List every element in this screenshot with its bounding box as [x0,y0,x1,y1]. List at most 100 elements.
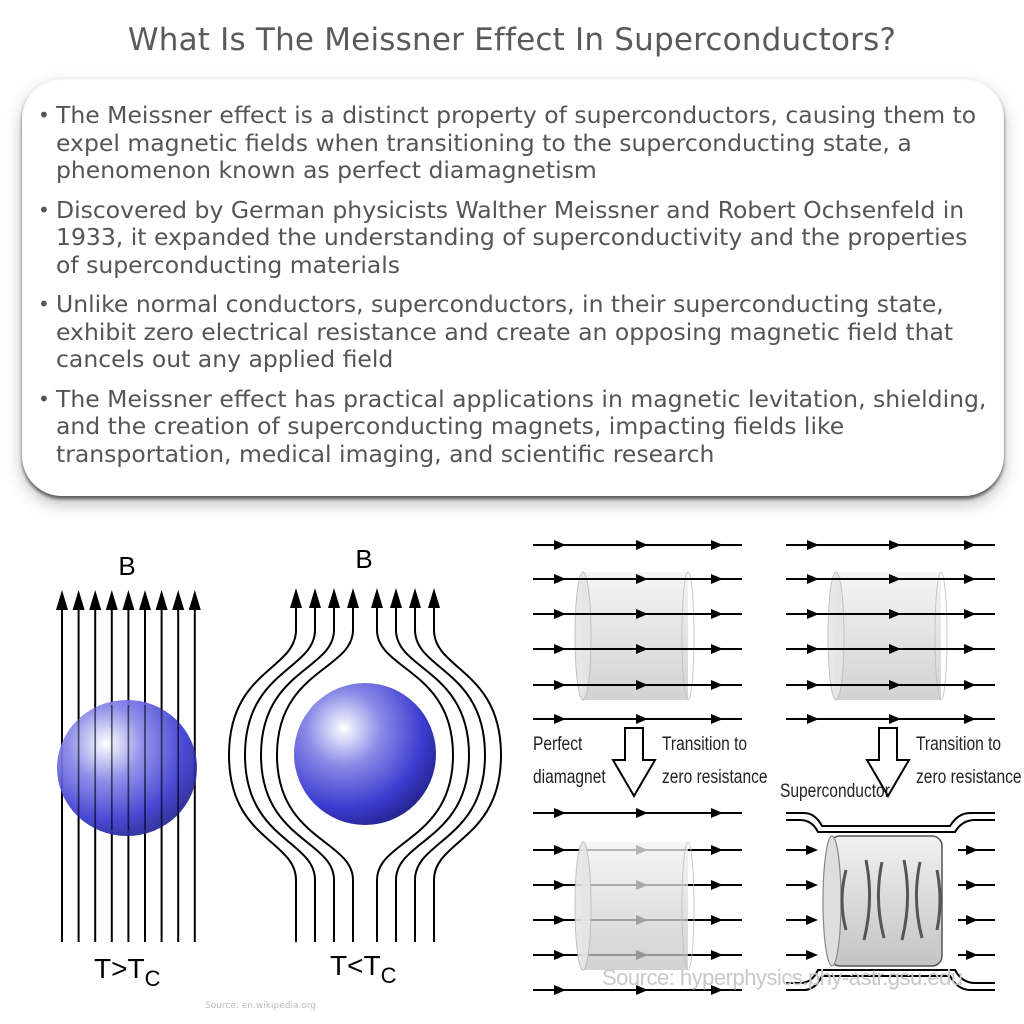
down-arrow-icon [611,727,657,798]
field-label: B [355,544,372,574]
arrow-head-icon [72,590,85,610]
field-line [786,819,995,833]
arrow-head-icon [807,680,819,690]
arrow-head-icon [554,808,566,818]
bullet-text: The Meissner effect is a distinct proper… [56,101,977,184]
arrow-head-icon [122,590,135,610]
arrow-head-icon [636,808,648,818]
arrow-head-icon [636,644,648,654]
source-caption-right: Source: hyperphysics.phy-astr.gsu.edu [602,965,963,990]
superconducting-state-diagram: B T<TC [227,544,503,988]
bullet-icon: • [38,386,50,411]
down-arrow-icon [865,727,911,798]
arrow-head-icon [889,714,901,724]
uniform-field-lines [533,540,995,724]
arrow-head-icon [554,985,566,995]
bullet-text: The Meissner effect has practical applic… [56,384,987,468]
expelled-field-lines-2 [786,812,995,991]
expelled-field-lines [227,588,503,942]
arrow-head-icon [172,590,185,610]
arrow-head-icon [964,609,976,619]
arrow-head-icon [711,808,723,818]
arrow-head-icon [964,574,976,584]
arrow-head-icon [964,680,976,690]
arrow-head-icon [889,540,901,550]
bullet-text: Discovered by German physicists Walther … [56,195,968,279]
field-label: B [118,551,135,581]
arrow-head-icon [105,590,118,610]
arrow-head-icon [371,588,383,608]
arrow-head-icon [711,574,723,584]
arrow-head-icon [889,680,901,690]
arrow-head-icon [889,644,901,654]
arrow-head-icon [711,950,723,960]
field-line [786,975,995,991]
arrow-head-icon [636,680,648,690]
list-item: •The Meissner effect has practical appli… [36,384,990,469]
arrow-head-icon [428,588,440,608]
bullet-icon: • [38,292,50,316]
arrow-head-icon [554,915,566,925]
cylinder-top-left [574,571,695,701]
arrow-head-icon [554,845,566,855]
arrow-head-icon [889,609,901,619]
state-label-super: T<TC [330,950,397,988]
arrow-head-icon [711,644,723,654]
arrow-head-icon [807,574,819,584]
arrow-head-icon [139,590,151,610]
field-line [395,605,471,942]
bullet-text: Unlike normal conductors, superconductor… [56,290,954,373]
arrow-head-icon [89,590,102,610]
field-line [433,605,503,942]
arrow-head-icon [328,588,340,608]
cylinder-top-right [827,571,948,701]
field-line [259,605,335,942]
arrow-head-icon [554,540,566,550]
arrow-head-icon [636,540,648,550]
arrow-head-icon [554,680,566,690]
superconducting-sphere [294,683,436,825]
label-diamagnet: diamagnet [533,766,606,788]
arrow-head-icon [554,714,566,724]
field-line [227,605,297,942]
arrow-head-icon [964,714,976,724]
arrow-head-icon [807,644,819,654]
arrow-head-icon [711,609,723,619]
arrow-head-icon [964,540,976,550]
arrow-head-icon [155,590,168,610]
current-loops [840,859,942,941]
arrow-head-icon [636,609,648,619]
arrow-head-icon [347,588,359,608]
arrow-head-icon [807,609,819,619]
field-line [275,605,354,942]
meissner-figure: B T>TC B T<TC [56,540,1022,995]
arrow-head-icon [711,915,723,925]
arrow-head-icon [711,714,723,724]
bullet-icon: • [38,197,50,222]
label-transition-2: Transition to [916,733,1001,755]
bullet-icon: • [38,103,50,127]
arrow-head-icon [711,985,723,995]
cylinder-bottom-right [822,835,943,967]
hyperphysics-diagram: Perfect diamagnet Transition to zero res… [533,540,1022,995]
field-line [786,969,995,984]
label-zero-resistance: zero resistance [662,766,768,788]
arrow-head-icon [964,644,976,654]
arrow-head-icon [889,574,901,584]
arrow-head-icon [807,714,819,724]
arrow-head-icon [554,880,566,890]
arrow-head-icon [309,588,321,608]
bullet-list: •The Meissner effect is a distinct prope… [22,78,1004,468]
arrow-head-icon [711,540,723,550]
cylinder-bottom-left [574,841,695,971]
arrow-head-icon [807,540,819,550]
field-line [376,605,455,942]
label-transition: Transition to [662,733,747,755]
arrow-head-icon [711,680,723,690]
state-label-normal: T>TC [94,953,161,991]
list-item: •Unlike normal conductors, superconducto… [36,290,990,374]
label-perfect: Perfect [533,733,582,755]
field-line [786,812,995,827]
field-line [243,605,316,942]
arrow-head-icon [554,609,566,619]
